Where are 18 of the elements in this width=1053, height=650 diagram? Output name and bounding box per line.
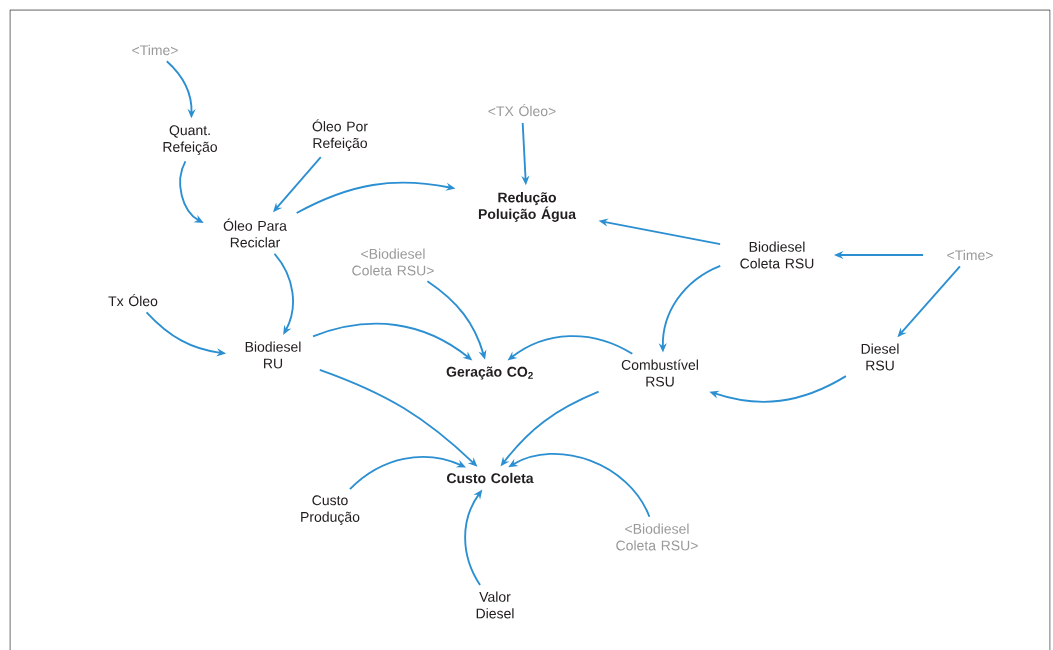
key-variable: Custo Coleta — [447, 472, 534, 484]
variable-label: Combustível RSU — [621, 359, 698, 387]
variable-label: Óleo Por Refeição — [312, 119, 368, 151]
variable-label: Diesel RSU — [861, 343, 899, 371]
shadow-variable: <Time> — [132, 44, 178, 56]
variable-label: Biodiesel Coleta RSU — [740, 241, 814, 269]
key-variable: Geração CO$_{2}$ — [446, 366, 533, 380]
variable-label: Tx Óleo — [108, 293, 158, 307]
variable-label: Quant. Refeição — [163, 125, 218, 155]
key-variable: Redução Poluição Água — [478, 192, 577, 222]
variable-label: Custo Produção — [301, 495, 360, 525]
variable-label: Biodiesel RU — [245, 341, 301, 369]
shadow-variable: <Time> — [947, 249, 993, 261]
variable-label: Óleo Para Reciclar — [223, 218, 287, 248]
variable-label: Valor Diesel — [476, 591, 514, 619]
shadow-variable: <Biodiesel Coleta RSU> — [352, 248, 434, 276]
shadow-variable: <TX Óleo> — [488, 103, 556, 117]
shadow-variable: <Biodiesel Coleta RSU> — [616, 523, 698, 551]
